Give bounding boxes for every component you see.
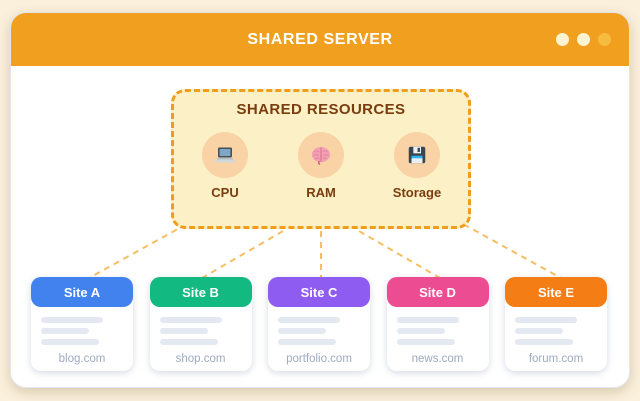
resources-row: CPU RAM Storage [174,132,468,200]
site-card-body: forum.com [505,307,607,365]
shared-resources-title: SHARED RESOURCES [236,101,406,118]
skeleton-line [278,328,327,334]
sites-row: Site A blog.com Site B shop.com Site C p… [11,277,629,371]
site-domain-label: blog.com [58,353,106,365]
resource-icon-circle [298,132,344,178]
site-card-body: news.com [387,307,489,365]
site-card-header: Site D [386,277,489,307]
site-name-label: Site D [419,284,456,300]
skeleton-line [41,339,100,345]
resource-item: Storage [372,132,462,200]
shared-resources-box: SHARED RESOURCES CPU RAM Storage [171,89,471,229]
skeleton-line [396,339,455,345]
skeleton-line [278,339,337,345]
skeleton-line [41,317,104,323]
site-card: Site A blog.com [31,277,133,371]
site-card-body: blog.com [31,307,133,365]
skeleton-line [159,339,218,345]
site-card: Site C portfolio.com [268,277,370,371]
site-domain-label: shop.com [175,353,226,365]
skeleton-line [159,328,208,334]
skeleton-line [515,328,564,334]
resource-label: Storage [392,185,442,200]
site-name-label: Site A [63,284,101,300]
site-card: Site B shop.com [149,277,252,371]
site-card-header: Site B [149,277,252,307]
site-domain-label: portfolio.com [286,353,352,365]
window-dot-icon [577,33,590,46]
resource-icon-circle [394,132,440,178]
resource-item: CPU [180,132,270,200]
window-dot-icon [598,33,611,46]
resource-item: RAM [276,132,366,200]
site-card-header: Site C [268,277,370,307]
site-card-header: Site E [505,277,607,307]
skeleton-line [396,328,445,334]
site-card: Site D news.com [386,277,489,371]
window-dot-icon [556,33,569,46]
server-window: SHARED SERVER SHARED RESOURCES CPU RAM [10,12,630,388]
skeleton-line [159,317,222,323]
skeleton-line [278,317,341,323]
resource-label: CPU [211,185,239,200]
site-domain-label: forum.com [528,353,584,365]
resource-icon-circle [202,132,248,178]
skeleton-line [396,317,459,323]
site-card-header: Site A [31,277,133,307]
skeleton-line [41,328,90,334]
floppy-icon [408,146,426,164]
site-name-label: Site B [182,284,219,300]
window-title: SHARED SERVER [247,30,393,48]
site-card: Site E forum.com [505,277,607,371]
laptop-icon [214,147,236,163]
skeleton-line [515,317,578,323]
site-card-body: portfolio.com [268,307,370,365]
resource-label: RAM [306,185,336,200]
window-dots [556,13,611,66]
site-name-label: Site C [300,284,338,300]
site-card-body: shop.com [150,307,252,365]
site-name-label: Site E [537,284,575,300]
site-domain-label: news.com [411,353,464,365]
skeleton-line [515,339,574,345]
brain-icon [311,146,331,165]
titlebar: SHARED SERVER [11,13,629,66]
